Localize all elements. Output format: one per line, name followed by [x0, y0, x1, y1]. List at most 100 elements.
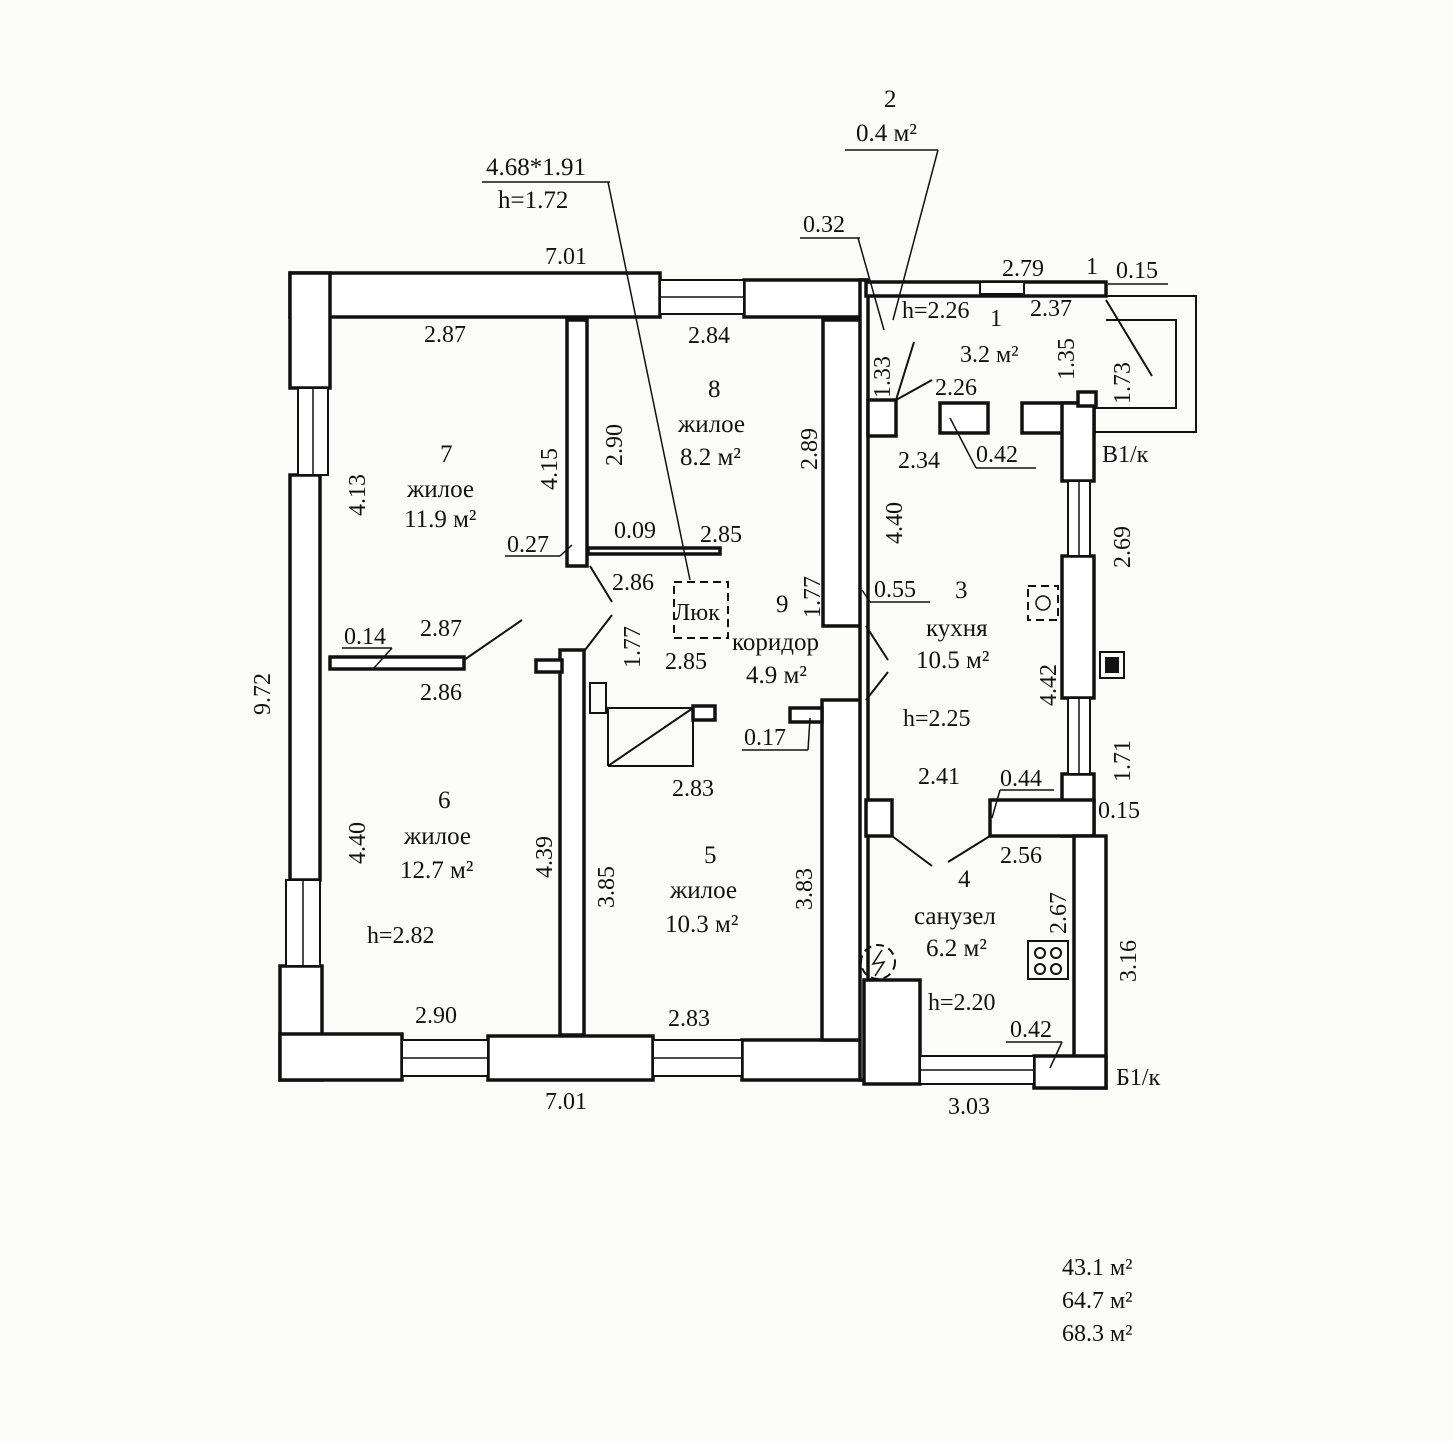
room-4-number: 4 [958, 866, 971, 893]
hatch-height: h=1.72 [498, 187, 568, 214]
dim-c017: 0.17 [744, 725, 786, 751]
wall-bottom-left [278, 1032, 404, 1082]
dim-r8-top: 2.84 [688, 323, 730, 349]
wall-bath-sw [862, 978, 922, 1086]
wall-bottom-right [740, 1038, 864, 1082]
stairs [607, 707, 694, 767]
dim-left-total: 9.72 [250, 673, 276, 715]
room-7-area: 11.9 м² [404, 506, 476, 533]
hatch-label: Люк [674, 600, 720, 626]
dim-v133: 1.33 [870, 356, 896, 398]
dim-p055: 0.55 [874, 577, 916, 603]
windows [285, 279, 1091, 1085]
dim-r7-bottom: 2.87 [420, 616, 462, 642]
label-b1k-bottom: Б1/к [1116, 1065, 1160, 1091]
stub-corridor-right [788, 706, 824, 724]
total-floor-area: 64.7 м² [1062, 1288, 1133, 1314]
stub-stairs [691, 704, 717, 722]
room-9-number: 9 [776, 591, 789, 618]
wall-top-right [742, 278, 868, 319]
dim-p042b: 0.42 [1010, 1017, 1052, 1043]
label-b1k-top: В1/к [1102, 442, 1149, 468]
wall-bath-nw [864, 798, 894, 838]
dim-r3-left: 4.40 [882, 502, 908, 544]
dim-r5-bottom: 2.83 [668, 1006, 710, 1032]
dim-r6-bottom: 2.90 [415, 1003, 457, 1029]
room-6-name: жилое [403, 823, 471, 850]
dim-v032: 0.32 [803, 212, 845, 238]
wall-kitchen-bath [988, 798, 1096, 838]
dim-v279: 2.79 [1002, 256, 1044, 282]
room-4-name: санузел [914, 903, 996, 930]
dim-r7-left: 4.13 [345, 474, 371, 516]
dim-p009: 0.09 [614, 518, 656, 544]
room-8-number: 8 [708, 376, 721, 403]
dim-r3-bottom: 2.41 [918, 764, 960, 790]
dim-v173: 1.73 [1110, 362, 1136, 404]
dim-p014: 0.14 [344, 624, 386, 650]
room-7-name: жилое [406, 476, 474, 503]
wall-annex-1-left [866, 398, 898, 438]
dim-v135: 1.35 [1054, 338, 1080, 380]
porch-post [1076, 390, 1098, 408]
fixtures [589, 585, 1125, 980]
dim-v226: 2.26 [935, 375, 977, 401]
room-7-number: 7 [440, 441, 453, 468]
dim-v1: 1 [1086, 254, 1098, 280]
dim-p027: 0.27 [507, 532, 549, 558]
leaders [342, 149, 1168, 1069]
dim-r5-right: 3.83 [792, 868, 818, 910]
stub-corridor-left [534, 658, 564, 674]
dim-r5-top: 2.83 [672, 776, 714, 802]
dim-bottom-total: 7.01 [545, 1089, 587, 1115]
wall-annex-east-a [1060, 401, 1096, 483]
room-labels: 7 жилое 11.9 м² 8 жилое 8.2 м² 9 коридор… [367, 86, 1018, 1016]
room-9-area: 4.9 м² [746, 662, 807, 689]
boiler-icon [1027, 585, 1059, 621]
hob-icon [1027, 940, 1069, 980]
dim-r7-top: 2.87 [424, 322, 466, 348]
room-8-area: 8.2 м² [680, 444, 741, 471]
height-3: h=2.25 [903, 706, 971, 732]
electric-meter-icon [860, 944, 896, 980]
dim-r8-left: 2.90 [602, 424, 628, 466]
room-2-number: 2 [884, 86, 897, 113]
dim-c177b: 1.77 [800, 576, 826, 618]
chimney [589, 682, 607, 714]
room-5-area: 10.3 м² [665, 911, 738, 938]
hatch: Люк [673, 581, 729, 639]
dim-r6-right: 4.39 [532, 836, 558, 878]
dim-p042a: 0.42 [976, 442, 1018, 468]
wall-left-mid [288, 473, 322, 882]
dim-v237: 2.37 [1030, 296, 1072, 322]
dim-e015b: 0.15 [1098, 798, 1140, 824]
partition-6-5 [558, 648, 586, 1037]
room-6-area: 12.7 м² [400, 857, 473, 884]
wall-top-left [288, 271, 662, 319]
room-1-area: 3.2 м² [960, 342, 1018, 368]
room-2-area: 0.4 м² [856, 120, 917, 147]
dim-r8-bottom: 2.85 [700, 522, 742, 548]
wall-bath-se [1032, 1054, 1108, 1090]
dim-e316: 3.16 [1116, 940, 1142, 982]
height-4: h=2.20 [928, 990, 996, 1016]
stove-icon [1099, 651, 1125, 679]
room-4-area: 6.2 м² [926, 935, 987, 962]
room-3-number: 3 [955, 577, 968, 604]
room-9-name: коридор [732, 629, 819, 656]
dimensions: 7.01 7.01 2.87 2.84 2.85 0.27 0.09 2.86 … [344, 212, 1160, 1120]
wall-bath-east [1072, 834, 1108, 1090]
hatch-size: 4.68*1.91 [486, 154, 586, 181]
dim-r4-top: 2.56 [1000, 843, 1042, 869]
walls [278, 271, 1108, 1090]
total-living-area: 43.1 м² [1062, 1255, 1133, 1281]
dim-r3-right: 4.42 [1036, 664, 1062, 706]
height-6: h=2.82 [367, 923, 435, 949]
dim-r6-left: 4.40 [345, 822, 371, 864]
dim-p044: 0.44 [1000, 766, 1042, 792]
room-6-number: 6 [438, 787, 451, 814]
dim-c285: 2.85 [665, 649, 707, 675]
partition-5-corridor [820, 698, 864, 1042]
hatch-outline [673, 581, 729, 639]
